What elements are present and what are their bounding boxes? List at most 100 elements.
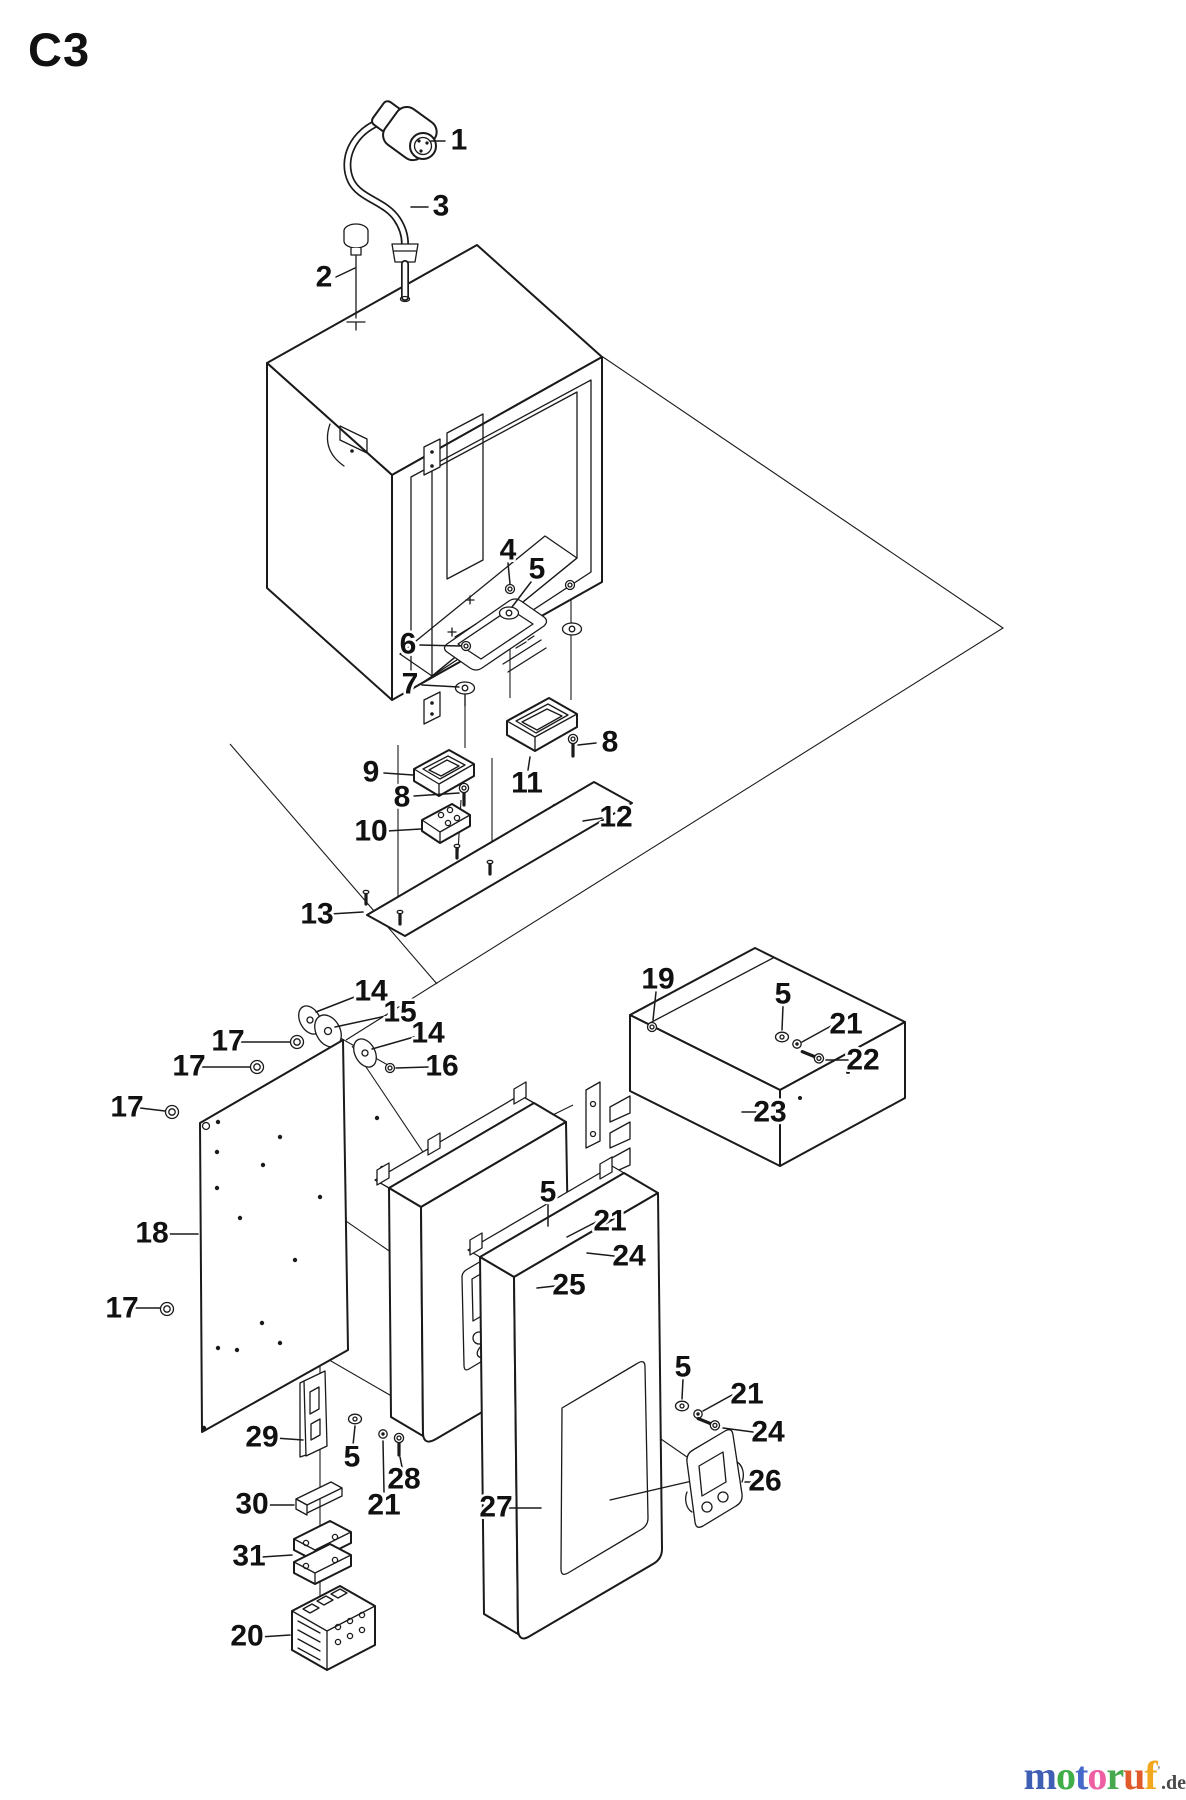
watermark-letter: o [1055, 1753, 1076, 1798]
leader-line-24 [586, 1252, 615, 1257]
part-label-2: 2 [316, 261, 333, 294]
watermark-letter: t [1074, 1753, 1088, 1798]
part-label-14: 14 [354, 975, 388, 1008]
part-label-20: 20 [230, 1620, 263, 1653]
washer-5 [674, 1400, 690, 1412]
leader-line-19 [652, 991, 657, 1021]
part-label-27: 27 [479, 1491, 512, 1524]
part-label-31: 31 [232, 1540, 265, 1573]
watermark-letter: u [1123, 1753, 1145, 1798]
leader-line-8 [577, 742, 597, 746]
leader-line-8 [413, 792, 460, 797]
watermark-letter: r [1106, 1753, 1124, 1798]
screw-28 [392, 1431, 406, 1457]
leader-line-10 [386, 828, 422, 832]
leader-line-5 [681, 1378, 684, 1400]
part-label-24: 24 [751, 1416, 785, 1449]
watermark-tick: ’ [1156, 1762, 1161, 1778]
leader-line-7 [421, 684, 460, 688]
watermark-domain-suffix: .de [1161, 1772, 1186, 1794]
nut-21 [792, 1039, 802, 1049]
part-label-30: 30 [235, 1488, 268, 1521]
leader-line-21 [566, 1221, 597, 1238]
plug-face [409, 132, 437, 160]
part-label-21: 21 [367, 1489, 400, 1522]
leader-line-12 [582, 817, 603, 822]
nut-21 [378, 1429, 388, 1439]
choke-box-23 [585, 947, 906, 1175]
keypad-cutout [560, 1361, 649, 1575]
leader-line-16 [395, 1066, 429, 1069]
watermark-letter: m [1023, 1753, 1057, 1798]
part-label-25: 25 [552, 1269, 585, 1302]
part-label-5: 5 [775, 978, 792, 1011]
page-title: C3 [28, 23, 91, 76]
leader-line-25 [536, 1285, 556, 1289]
part-label-23: 23 [753, 1096, 786, 1129]
bracket-30 [295, 1481, 343, 1506]
part-label-1: 1 [451, 124, 468, 157]
leader-line-6 [419, 644, 461, 647]
washer-5 [774, 1031, 790, 1043]
leader-line-29 [274, 1437, 304, 1441]
part-label-14: 14 [411, 1017, 445, 1050]
part-label-24: 24 [612, 1240, 646, 1273]
part-label-10: 10 [354, 815, 387, 848]
nut-17 [164, 1104, 180, 1120]
leader-line-24 [722, 1427, 754, 1433]
part-label-5: 5 [540, 1176, 557, 1209]
part-label-13: 13 [300, 898, 333, 931]
converter-27 [467, 1156, 744, 1640]
watermark: motoruf’.de [1018, 1752, 1186, 1799]
nut-17 [159, 1301, 175, 1317]
stud-4 [504, 583, 516, 595]
part-label-15: 15 [383, 996, 416, 1029]
power-cable-assembly [343, 100, 438, 331]
leader-line-2 [335, 267, 356, 278]
latch-cutout [339, 425, 368, 454]
washer-14 [348, 1034, 382, 1072]
part-label-11: 11 [511, 767, 543, 800]
leader-line-21 [702, 1394, 733, 1412]
cabinet-enclosure [266, 244, 603, 725]
part-label-8: 8 [602, 726, 619, 759]
connector-parts [361, 697, 633, 937]
stud-6 [460, 640, 472, 652]
leader-line-5 [511, 581, 532, 608]
part-label-29: 29 [245, 1421, 278, 1454]
nut-17 [249, 1059, 265, 1075]
part-label-4: 4 [500, 534, 517, 567]
watermark-letter: o [1087, 1753, 1107, 1798]
part-label-6: 6 [400, 628, 417, 661]
leader-line-15 [334, 1015, 387, 1028]
rail-and-terminals [291, 1370, 406, 1671]
part-label-17: 17 [105, 1292, 138, 1325]
nut-17 [289, 1034, 305, 1050]
part-label-5: 5 [675, 1351, 692, 1384]
hinge-lower [423, 691, 441, 725]
terminal-fins [609, 1095, 631, 1175]
leader-line-21 [382, 1440, 385, 1493]
part-label-5: 5 [529, 553, 546, 586]
part-label-22: 22 [846, 1044, 879, 1077]
part-label-17: 17 [211, 1025, 244, 1058]
nut-16 [384, 1062, 396, 1074]
leader-line-14 [371, 1036, 415, 1050]
nut-21 [693, 1409, 703, 1419]
part-label-7: 7 [402, 668, 419, 701]
leader-line-5 [781, 1005, 784, 1031]
washer-5 [498, 606, 520, 620]
leader-line-21 [801, 1025, 832, 1043]
leader-line-17 [139, 1107, 166, 1112]
watermark-word: motoruf [1023, 1753, 1158, 1798]
part-label-17: 17 [172, 1050, 205, 1083]
part-label-8: 8 [394, 781, 411, 814]
bracket-29 [303, 1370, 328, 1457]
backwall-window [446, 413, 484, 580]
washer-5 [347, 1413, 363, 1425]
part-label-16: 16 [425, 1050, 458, 1083]
watermark-letter: f [1144, 1753, 1157, 1798]
housing-11 [506, 697, 578, 752]
